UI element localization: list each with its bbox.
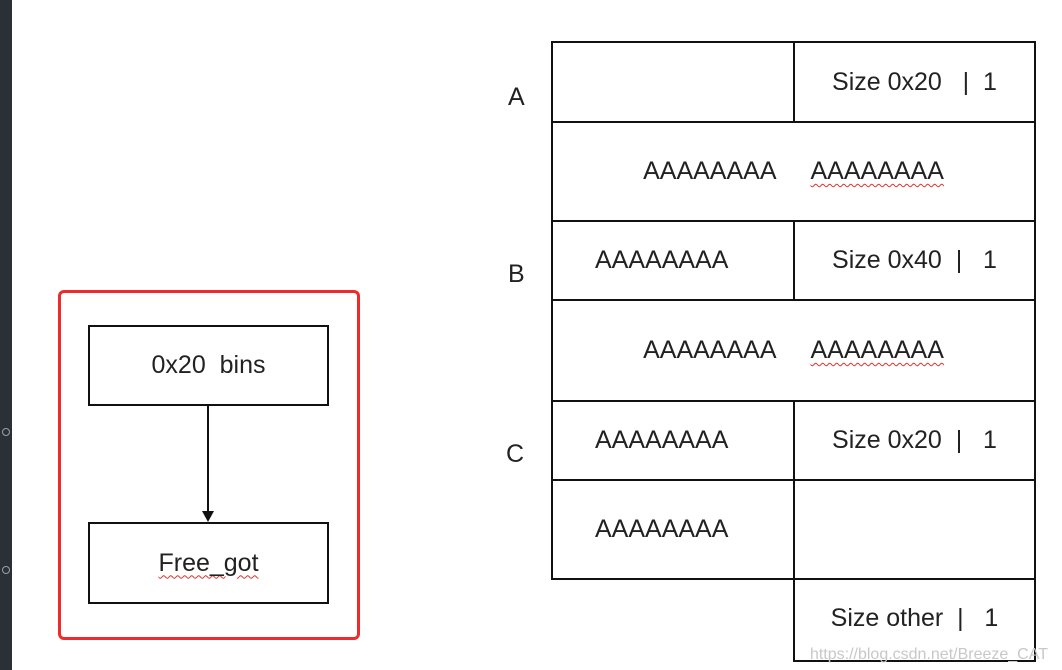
left-window-edge [0, 0, 12, 670]
edge-handle-icon [2, 428, 10, 436]
chunk-a-prev-size [551, 41, 795, 123]
edge-handle-icon [2, 566, 10, 574]
chunk-c-data-left: AAAAAAAA [551, 479, 795, 580]
chunk-c-data-right [793, 479, 1036, 580]
chunk-label-b: B [508, 260, 525, 288]
watermark-text: https://blog.csdn.net/Breeze_CAT [809, 646, 1048, 663]
chunk-c-prev-size-value: AAAAAAAA [595, 426, 729, 454]
chunk-label-a: A [508, 83, 525, 111]
chunk-a-size-field: Size 0x20 | 1 [793, 41, 1036, 123]
chunk-b-size-value: Size 0x40 | 1 [832, 246, 997, 274]
chunk-b-data-left: AAAAAAAA [643, 336, 777, 364]
arrow-head-icon [202, 511, 214, 522]
chunk-a-size-value: Size 0x20 | 1 [832, 67, 997, 96]
chunk-b-data: AAAAAAAA AAAAAAAA [551, 299, 1036, 402]
bin-target-box: Free_got [88, 522, 329, 604]
chunk-c-prev-size: AAAAAAAA [551, 400, 795, 481]
chunk-c-size-value: Size 0x20 | 1 [832, 426, 997, 454]
chunk-label-c: C [506, 440, 525, 468]
chunk-b-size-field: Size 0x40 | 1 [793, 220, 1036, 301]
chunk-b-data-right: AAAAAAAA [810, 336, 944, 364]
next-chunk-size-value: Size other | 1 [830, 604, 999, 632]
chunk-b-prev-size-value: AAAAAAAA [595, 246, 729, 274]
chunk-b-prev-size: AAAAAAAA [551, 220, 795, 301]
bin-head-label: 0x20 bins [151, 351, 266, 379]
bins-highlight-frame [58, 290, 360, 640]
chunk-c-size-field: Size 0x20 | 1 [793, 400, 1036, 481]
chunk-a-data-left: AAAAAAAA [643, 157, 777, 185]
next-chunk-size-field: Size other | 1 [793, 578, 1036, 662]
bin-target-label: Free_got [158, 548, 259, 577]
chunk-a-data-right: AAAAAAAA [810, 157, 944, 185]
bin-head-box: 0x20 bins [88, 325, 329, 406]
bin-link-arrow [207, 405, 209, 513]
chunk-a-data: AAAAAAAA AAAAAAAA [551, 121, 1036, 222]
chunk-c-data-left-value: AAAAAAAA [595, 515, 729, 543]
